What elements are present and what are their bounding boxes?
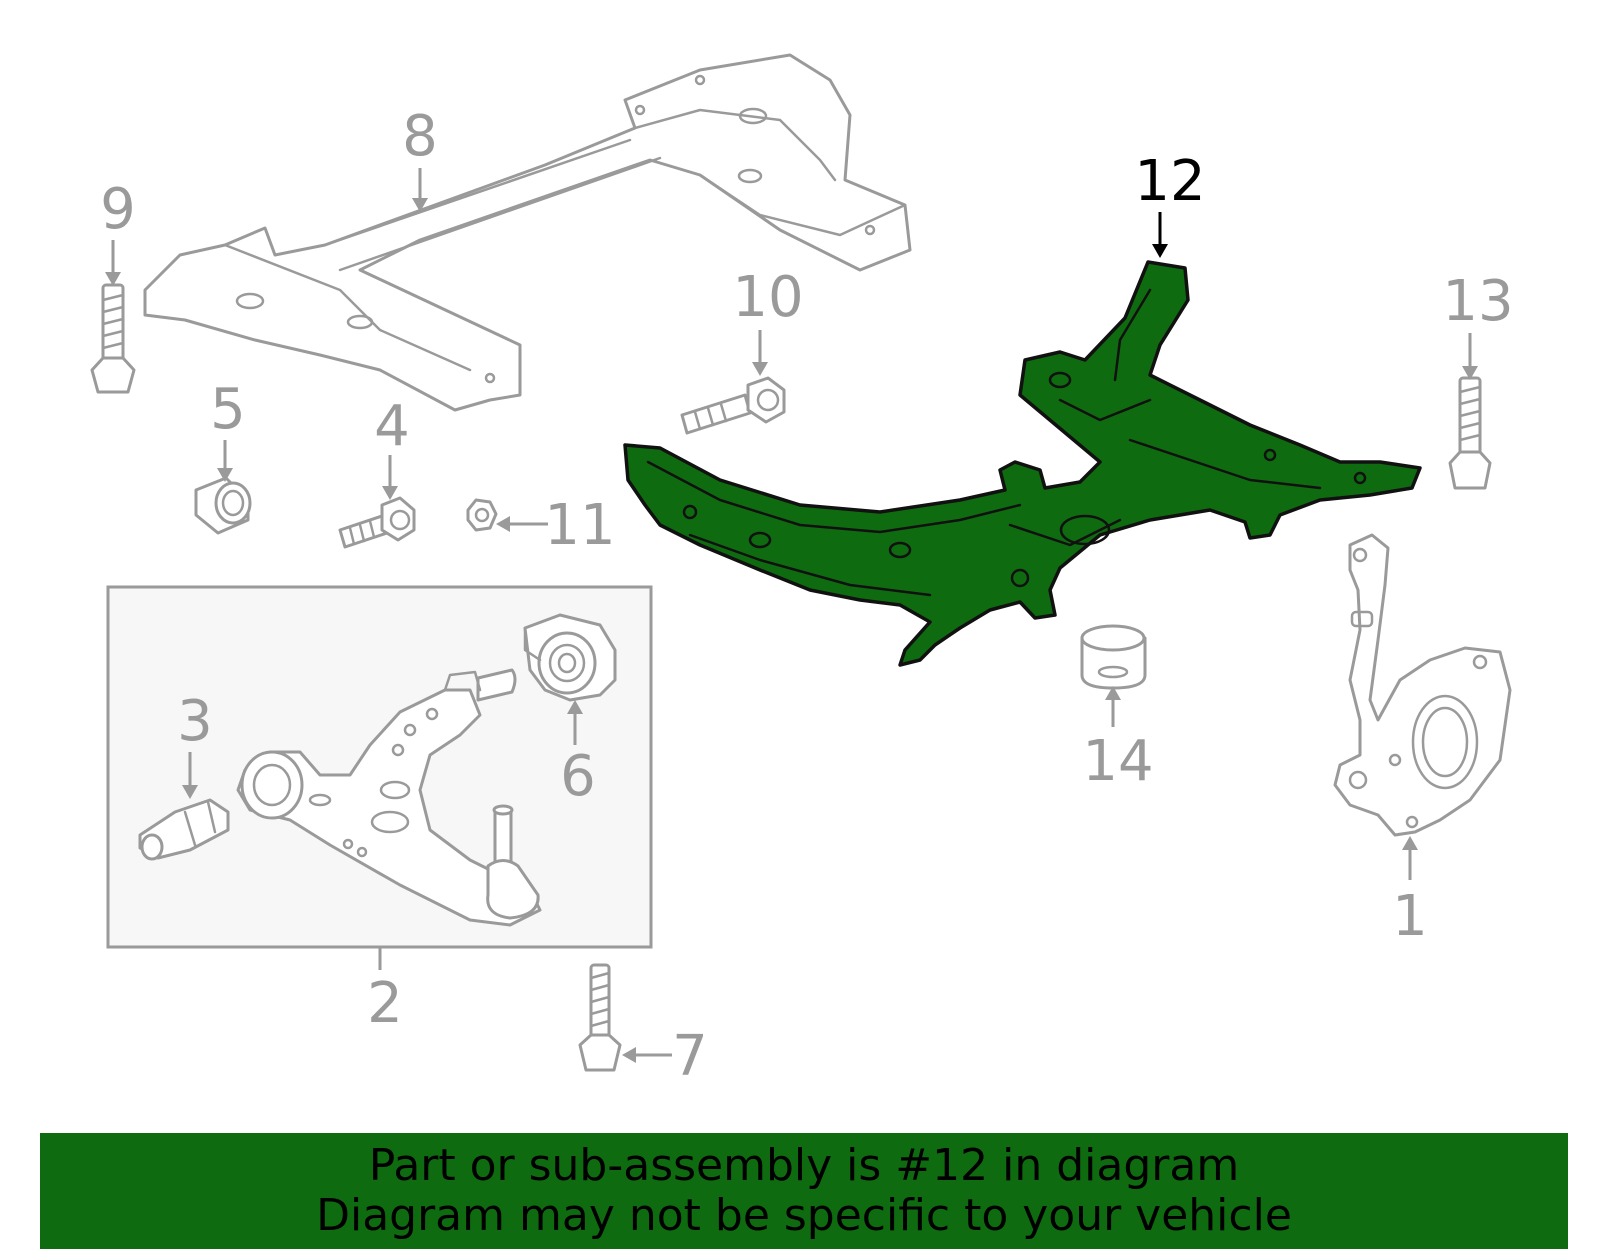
callout-5: 5 <box>210 377 246 442</box>
part-4-bolt[interactable] <box>338 496 416 549</box>
callout-1: 1 <box>1392 884 1428 949</box>
callout-6: 6 <box>560 744 596 809</box>
callout-13: 13 <box>1442 269 1513 334</box>
part-7-bolt[interactable] <box>578 963 622 1072</box>
part-1-knuckle[interactable] <box>1333 533 1512 837</box>
part-2-control-arm[interactable] <box>236 668 542 927</box>
arrow-7 <box>622 1047 672 1063</box>
banner-line-1: Part or sub-assembly is #12 in diagram <box>368 1140 1240 1191</box>
arrow-12 <box>1152 212 1168 258</box>
arrow-4 <box>382 455 398 500</box>
part-14-mount[interactable] <box>1080 624 1147 690</box>
arrow-10 <box>752 330 768 376</box>
arrow-3 <box>182 752 198 799</box>
part-3-bushing[interactable] <box>138 798 230 861</box>
arrow-1 <box>1402 836 1418 880</box>
banner-line-2: Diagram may not be specific to your vehi… <box>316 1190 1292 1241</box>
part-10-bolt[interactable] <box>680 376 786 435</box>
arrow-8 <box>412 168 428 212</box>
arrow-13 <box>1462 333 1478 380</box>
part-6-bushing[interactable] <box>523 613 617 702</box>
callout-2: 2 <box>367 971 403 1036</box>
callout-3: 3 <box>177 689 213 754</box>
callout-8: 8 <box>402 104 438 169</box>
callout-9: 9 <box>100 177 136 242</box>
callout-4: 4 <box>374 394 410 459</box>
arrow-5 <box>217 440 233 482</box>
part-12-subframe[interactable] <box>623 260 1422 667</box>
arrow-6 <box>567 700 583 745</box>
arrow-14 <box>1105 686 1121 727</box>
part-8-frame[interactable] <box>143 53 912 412</box>
part-9-bolt[interactable] <box>90 283 136 394</box>
part-5-bushing[interactable] <box>194 476 252 535</box>
arrow-11 <box>496 516 548 532</box>
info-banner: Part or sub-assembly is #12 in diagram D… <box>40 1133 1568 1249</box>
arrow-9 <box>105 240 121 286</box>
part-13-bolt[interactable] <box>1448 376 1492 490</box>
callout-7: 7 <box>672 1024 708 1089</box>
part-11-nut[interactable] <box>466 498 498 532</box>
callout-14: 14 <box>1082 729 1153 794</box>
callout-12: 12 <box>1134 149 1205 214</box>
callout-10: 10 <box>732 265 803 330</box>
callout-11: 11 <box>544 493 615 558</box>
